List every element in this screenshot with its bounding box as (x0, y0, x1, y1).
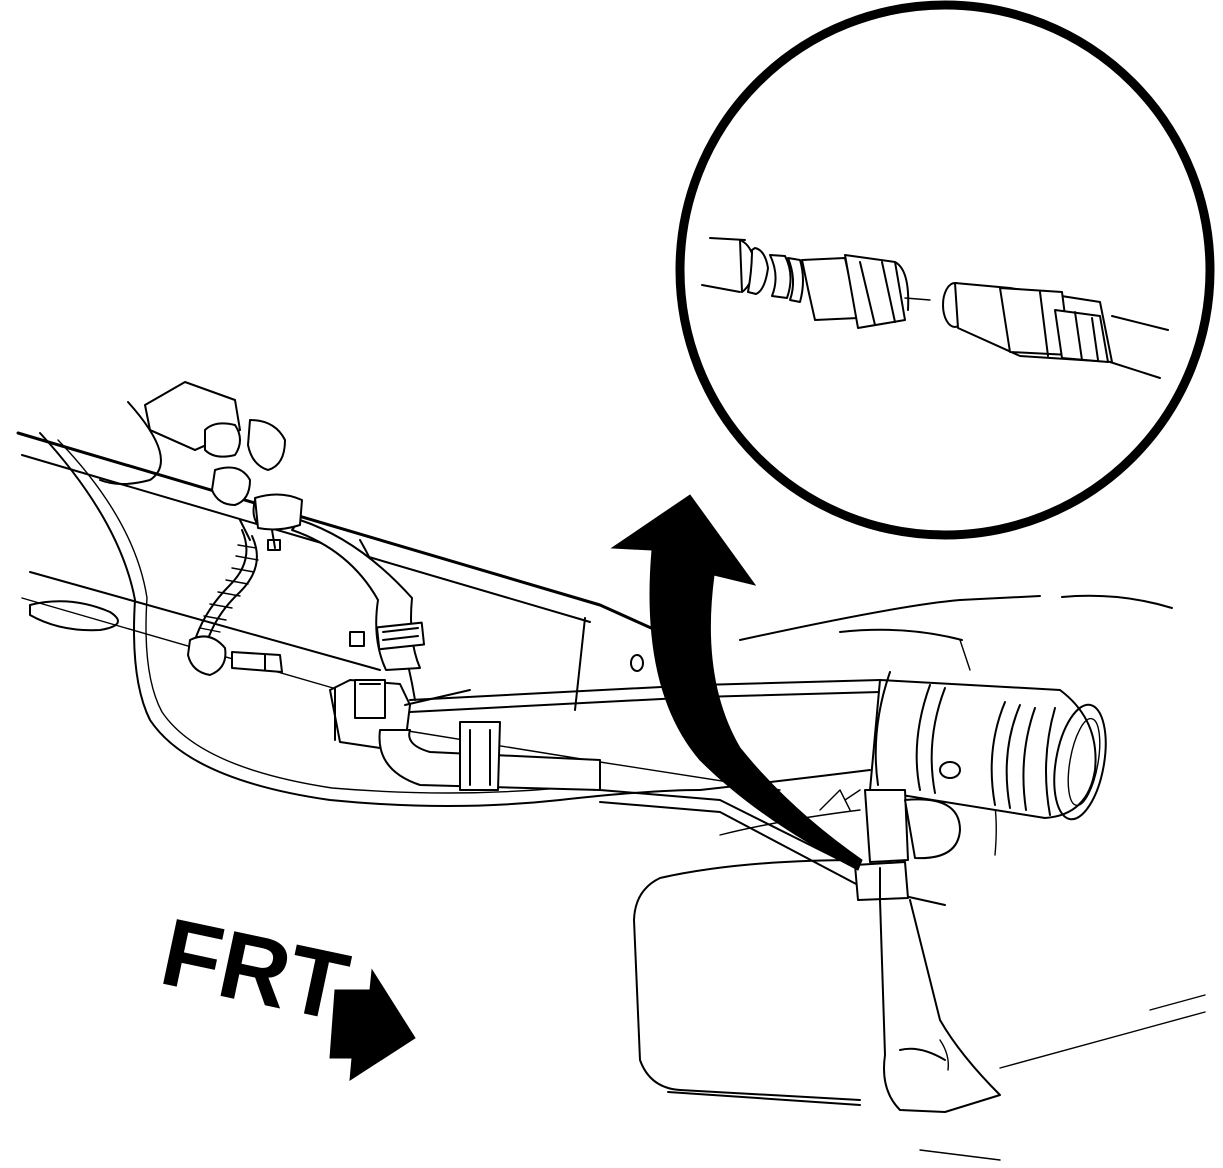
filler-neck-hose (869, 671, 1107, 821)
vertical-vent-hose (291, 519, 426, 671)
connector-gap-line (904, 297, 931, 301)
pump-connector-assembly (329, 679, 601, 791)
front-arrow-icon (329, 968, 416, 1081)
front-direction-indicator: FRT (152, 898, 416, 1081)
evap-canister-harness (144, 381, 302, 676)
rail-clip (254, 493, 303, 551)
male-fitting (701, 237, 910, 329)
female-quick-connector (942, 282, 1169, 379)
detail-inset (675, 0, 1215, 540)
detail-inset-border (675, 0, 1215, 540)
frt-label: FRT (152, 898, 357, 1041)
lower-tank-body (633, 859, 1206, 1161)
lower-clamp (819, 789, 1001, 1113)
callout-arrow (610, 494, 863, 871)
